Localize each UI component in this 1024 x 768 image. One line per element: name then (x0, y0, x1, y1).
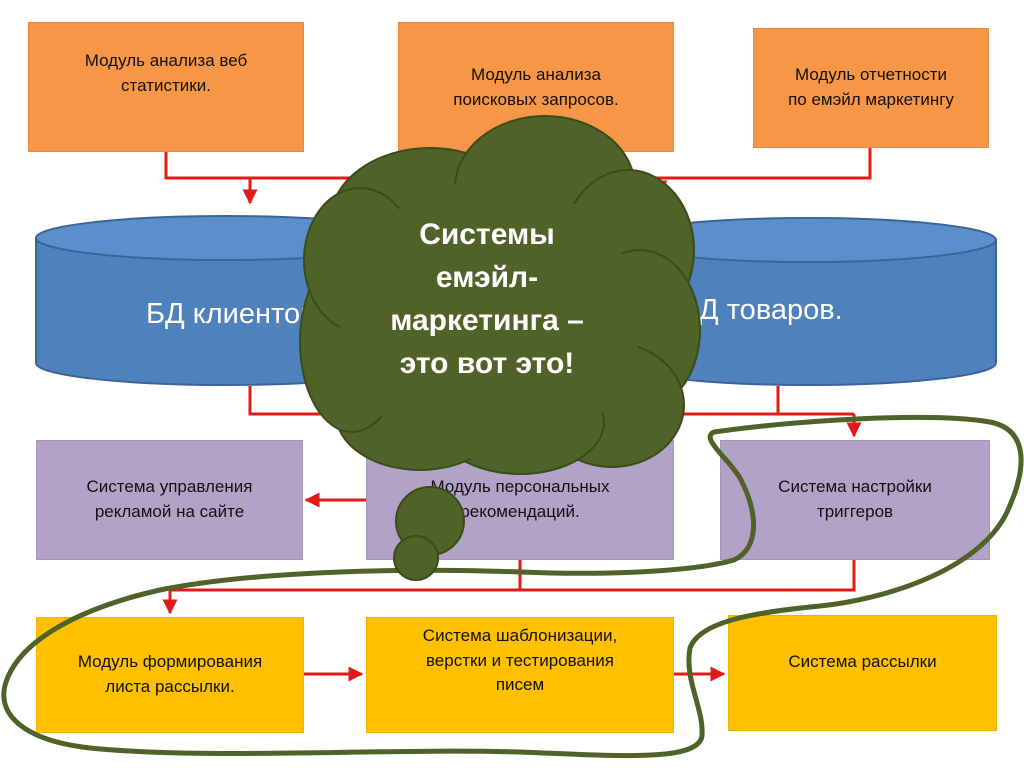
search-queries-module-label: Модуль анализа поисковых запросов. (453, 65, 619, 109)
ad-management-system-box: Система управления рекламой на сайте (36, 440, 303, 560)
email-reporting-module-box: Модуль отчетности по емэйл маркетингу (753, 28, 989, 148)
trigger-settings-system-box: Система настройки триггеров (720, 440, 990, 560)
templating-system-box: Система шаблонизации, верстки и тестиров… (366, 617, 674, 733)
clients-database-label: БД клиентов. (146, 298, 324, 330)
callout-text: Системы емэйл- маркетинга – это вот это! (390, 218, 584, 380)
products-database-label: БД товаров. (680, 294, 843, 326)
web-stats-module-box: Модуль анализа веб статистики. (28, 22, 304, 152)
ad-management-system-label: Система управления рекламой на сайте (86, 477, 253, 521)
thought-cloud (299, 115, 701, 581)
templating-system-label: Система шаблонизации, верстки и тестиров… (422, 626, 618, 695)
mailing-list-module-label: Модуль формирования листа рассылки. (77, 652, 263, 696)
mailing-system-box: Система рассылки (728, 615, 997, 731)
triggers-to-bus-line (520, 560, 856, 592)
web-stats-module-label: Модуль анализа веб статистики. (84, 51, 248, 95)
mailing-system-label: Система рассылки (788, 652, 937, 671)
email-reporting-module-label: Модуль отчетности по емэйл маркетингу (788, 65, 954, 109)
highlight-outline (1, 414, 1024, 759)
recommendations-to-bus-line (170, 560, 522, 592)
mailing-list-module-box: Модуль формирования листа рассылки. (36, 617, 304, 733)
trigger-settings-system-label: Система настройки триггеров (778, 477, 932, 521)
